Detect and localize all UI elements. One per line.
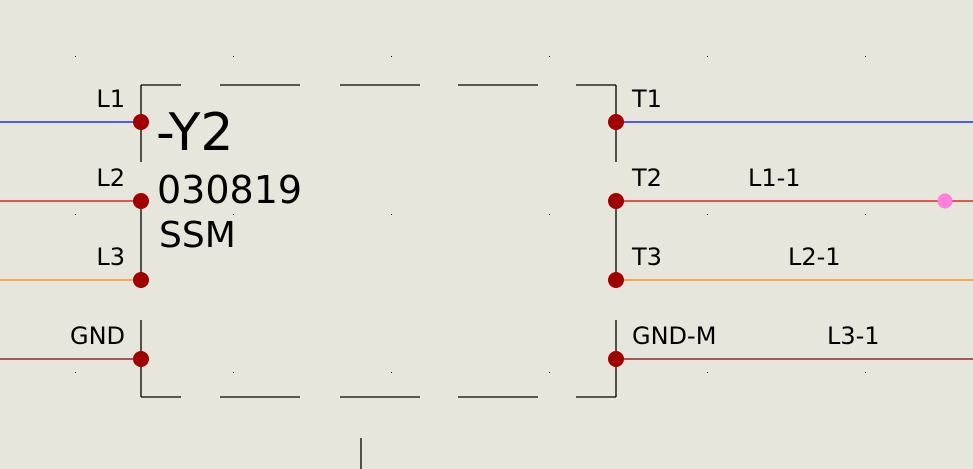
pin-gndm-dot[interactable] bbox=[608, 351, 624, 367]
pin-label-l1: L1 bbox=[96, 85, 125, 113]
pin-t3-dot[interactable] bbox=[608, 272, 624, 288]
pin-label-t2: T2 bbox=[631, 164, 662, 192]
wires[interactable] bbox=[0, 121, 973, 360]
net-label-l3-1[interactable]: L3-1 bbox=[827, 322, 880, 350]
pin-label-t1: T1 bbox=[631, 85, 662, 113]
net-label-l1-1[interactable]: L1-1 bbox=[748, 164, 801, 192]
component-type: SSM bbox=[159, 215, 236, 256]
pin-label-gndm: GND-M bbox=[632, 322, 716, 350]
pin-l3-dot[interactable] bbox=[133, 272, 149, 288]
connection-points[interactable] bbox=[133, 114, 624, 367]
pin-gnd-dot[interactable] bbox=[133, 351, 149, 367]
pin-label-l2: L2 bbox=[96, 164, 125, 192]
pin-label-gnd: GND bbox=[70, 322, 125, 350]
pin-t1-dot[interactable] bbox=[608, 114, 624, 130]
pin-label-l3: L3 bbox=[96, 243, 125, 271]
grid-dots bbox=[75, 56, 866, 373]
component-part-number: 030819 bbox=[157, 168, 302, 212]
selection-marker[interactable] bbox=[937, 193, 953, 209]
net-label-l2-1[interactable]: L2-1 bbox=[788, 243, 841, 271]
pin-t2-dot[interactable] bbox=[608, 193, 624, 209]
component-designation[interactable]: -Y2 bbox=[156, 103, 233, 163]
pin-label-t3: T3 bbox=[631, 243, 662, 271]
pin-l1-dot[interactable] bbox=[133, 114, 149, 130]
pin-l2-dot[interactable] bbox=[133, 193, 149, 209]
